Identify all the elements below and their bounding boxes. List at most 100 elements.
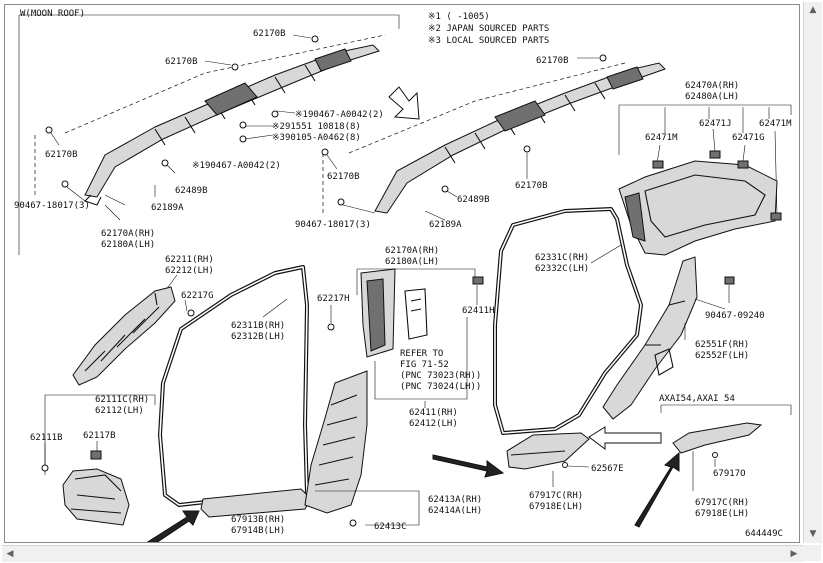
label-62170b-6: 62170B <box>515 181 548 191</box>
refer-text-1: REFER TO <box>400 349 443 359</box>
label-62170b-3: 62170B <box>45 150 78 160</box>
axai54-variant: AXAI54,AXAI 54 67917O 67917C(RH) 67918E(… <box>634 394 792 528</box>
clip-icon <box>441 185 449 193</box>
label-62411: 62411(RH) <box>409 408 458 418</box>
label-62414a: 62414A(LH) <box>428 506 482 516</box>
label-90467-18017: 90467-18017(3) <box>14 201 90 211</box>
label-62180a-lh-1: 62180A(LH) <box>101 240 155 250</box>
label-62189a-1: 62189A <box>151 203 184 213</box>
indicator-arrow <box>146 510 200 542</box>
label-62211: 62211(RH) <box>165 255 214 265</box>
label-62413c: 62413C <box>374 522 407 532</box>
label-90467-09240: 90467-09240 <box>705 311 765 321</box>
clip-icon <box>562 462 568 468</box>
label-67917c-2: 67917C(RH) <box>695 498 749 508</box>
label-67914b: 67914B(LH) <box>231 526 285 536</box>
label-62180a-lh-2: 62180A(LH) <box>385 257 439 267</box>
label-67913b: 67913B(RH) <box>231 515 285 525</box>
direction-arrow-left <box>588 426 662 450</box>
label-62413a: 62413A(RH) <box>428 495 482 505</box>
label-62212: 62212(LH) <box>165 266 214 276</box>
label-62332c: 62332C(LH) <box>535 264 589 274</box>
label-90467-a0042-b: ※190467-A0042(2) <box>192 161 281 171</box>
clip-icon <box>652 160 664 169</box>
center-pillar-lower: 62413A(RH) 62414A(LH) 62413C <box>304 370 482 532</box>
cowl-side-trim: 62111C(RH) 62112(LH) 62111B 62117B <box>30 394 156 526</box>
bolt-icon <box>523 145 531 153</box>
scroll-down-icon[interactable]: ▼ <box>805 526 821 542</box>
label-62471m-1: 62471M <box>645 133 678 143</box>
label-62412: 62412(LH) <box>409 419 458 429</box>
refer-text-3: (PNC 73023(RH)) <box>400 371 481 381</box>
label-62480a: 62480A(LH) <box>685 92 739 102</box>
label-62411h: 62411H <box>462 306 495 316</box>
rear-quarter-trim: 62470A(RH) 62480A(LH) 62471M 62471J 6247… <box>618 81 792 256</box>
note-3: ※3 LOCAL SOURCED PARTS <box>428 36 549 46</box>
scroll-up-icon[interactable]: ▲ <box>805 2 821 18</box>
clip-icon <box>712 452 718 458</box>
clip-icon <box>337 198 345 206</box>
label-62471g: 62471G <box>732 133 765 143</box>
bolt-icon <box>599 54 607 62</box>
bolt-icon <box>311 35 319 43</box>
label-62331c: 62331C(RH) <box>535 253 589 263</box>
clip-icon <box>724 276 735 285</box>
clip-icon <box>90 450 102 460</box>
label-62170a-rh-2: 62170A(RH) <box>385 246 439 256</box>
label-62170b-5: 62170B <box>327 172 360 182</box>
notes-block: ※1 ( -1005) ※2 JAPAN SOURCED PARTS ※3 LO… <box>428 12 549 46</box>
moon-roof-label: W(MOON ROOF) <box>20 9 85 19</box>
clip-icon <box>187 309 195 317</box>
label-67918e-2: 67918E(LH) <box>695 509 749 519</box>
c-pillar-trim: 90467-09240 62551F(RH) 62552F(LH) <box>602 256 765 420</box>
indicator-arrow <box>432 454 505 478</box>
note-2: ※2 JAPAN SOURCED PARTS <box>428 24 549 34</box>
label-62170b-4: 62170B <box>536 56 569 66</box>
label-62189a-2: 62189A <box>429 220 462 230</box>
front-scuff-plate <box>200 488 312 518</box>
label-axai54: AXAI54,AXAI 54 <box>659 394 735 404</box>
rear-door-seal: 62331C(RH) 62332C(LH) <box>493 207 643 435</box>
label-62117b: 62117B <box>83 431 116 441</box>
scrollbar-corner <box>803 545 821 561</box>
label-62111b: 62111B <box>30 433 63 443</box>
clip-icon <box>770 212 782 221</box>
label-62471j: 62471J <box>699 119 732 129</box>
moon-roof-section: W(MOON ROOF) <box>18 9 400 255</box>
clip-icon <box>45 126 53 134</box>
label-62552f: 62552F(LH) <box>695 351 749 361</box>
direction-arrow <box>388 86 420 120</box>
front-door-seal: 62311B(RH) 62312B(LH) 67913B(RH) 67914B(… <box>146 265 312 542</box>
scroll-left-icon[interactable]: ◀ <box>2 546 18 562</box>
clip-icon <box>61 180 69 188</box>
refer-text-4: (PNC 73024(LH)) <box>400 382 481 392</box>
refer-text-2: FIG 71-52 <box>400 360 449 370</box>
label-67917c-1: 67917C(RH) <box>529 491 583 501</box>
label-62217g: 62217G <box>181 291 214 301</box>
label-90467-a0042: ※190467-A0042(2) <box>295 110 384 120</box>
label-62489b-2: 62489B <box>457 195 490 205</box>
parts-diagram: W(MOON ROOF) ※1 ( -1005) ※2 JAPAN SOURCE… <box>14 9 792 542</box>
label-62217h: 62217H <box>317 294 350 304</box>
clip-icon <box>327 323 335 331</box>
label-62170b-1: 62170B <box>165 57 198 67</box>
label-90105: ※390105-A0462(8) <box>272 133 361 143</box>
horizontal-scrollbar[interactable]: ◀ ▶ <box>2 545 803 562</box>
center-pillar-upper: 62217H 62411H REFER TO FIG 71-52 (PNC 73… <box>317 268 495 429</box>
label-62489b-1: 62489B <box>175 186 208 196</box>
label-62567e: 62567E <box>591 464 624 474</box>
vertical-scrollbar[interactable]: ▲ ▼ <box>803 2 822 543</box>
left-curtain-airbag: 62170B 62170B ※190467-A0042(2) ※291551 1… <box>14 29 386 250</box>
scroll-right-icon[interactable]: ▶ <box>786 546 802 562</box>
front-pillar-garnish: 62211(RH) 62212(LH) 62217G <box>72 255 214 386</box>
clip-icon <box>161 159 169 167</box>
label-62471m-2: 62471M <box>759 119 792 129</box>
label-62311b: 62311B(RH) <box>231 321 285 331</box>
bolt-icon <box>271 110 279 118</box>
right-curtain-airbag: 62170B 62170B 90467-18017(3) 62489B 6217… <box>295 54 666 267</box>
label-91551: ※291551 10818(8) <box>272 122 361 132</box>
label-62111c: 62111C(RH) <box>95 395 149 405</box>
clip-icon <box>472 276 484 285</box>
clip-icon <box>737 160 749 169</box>
